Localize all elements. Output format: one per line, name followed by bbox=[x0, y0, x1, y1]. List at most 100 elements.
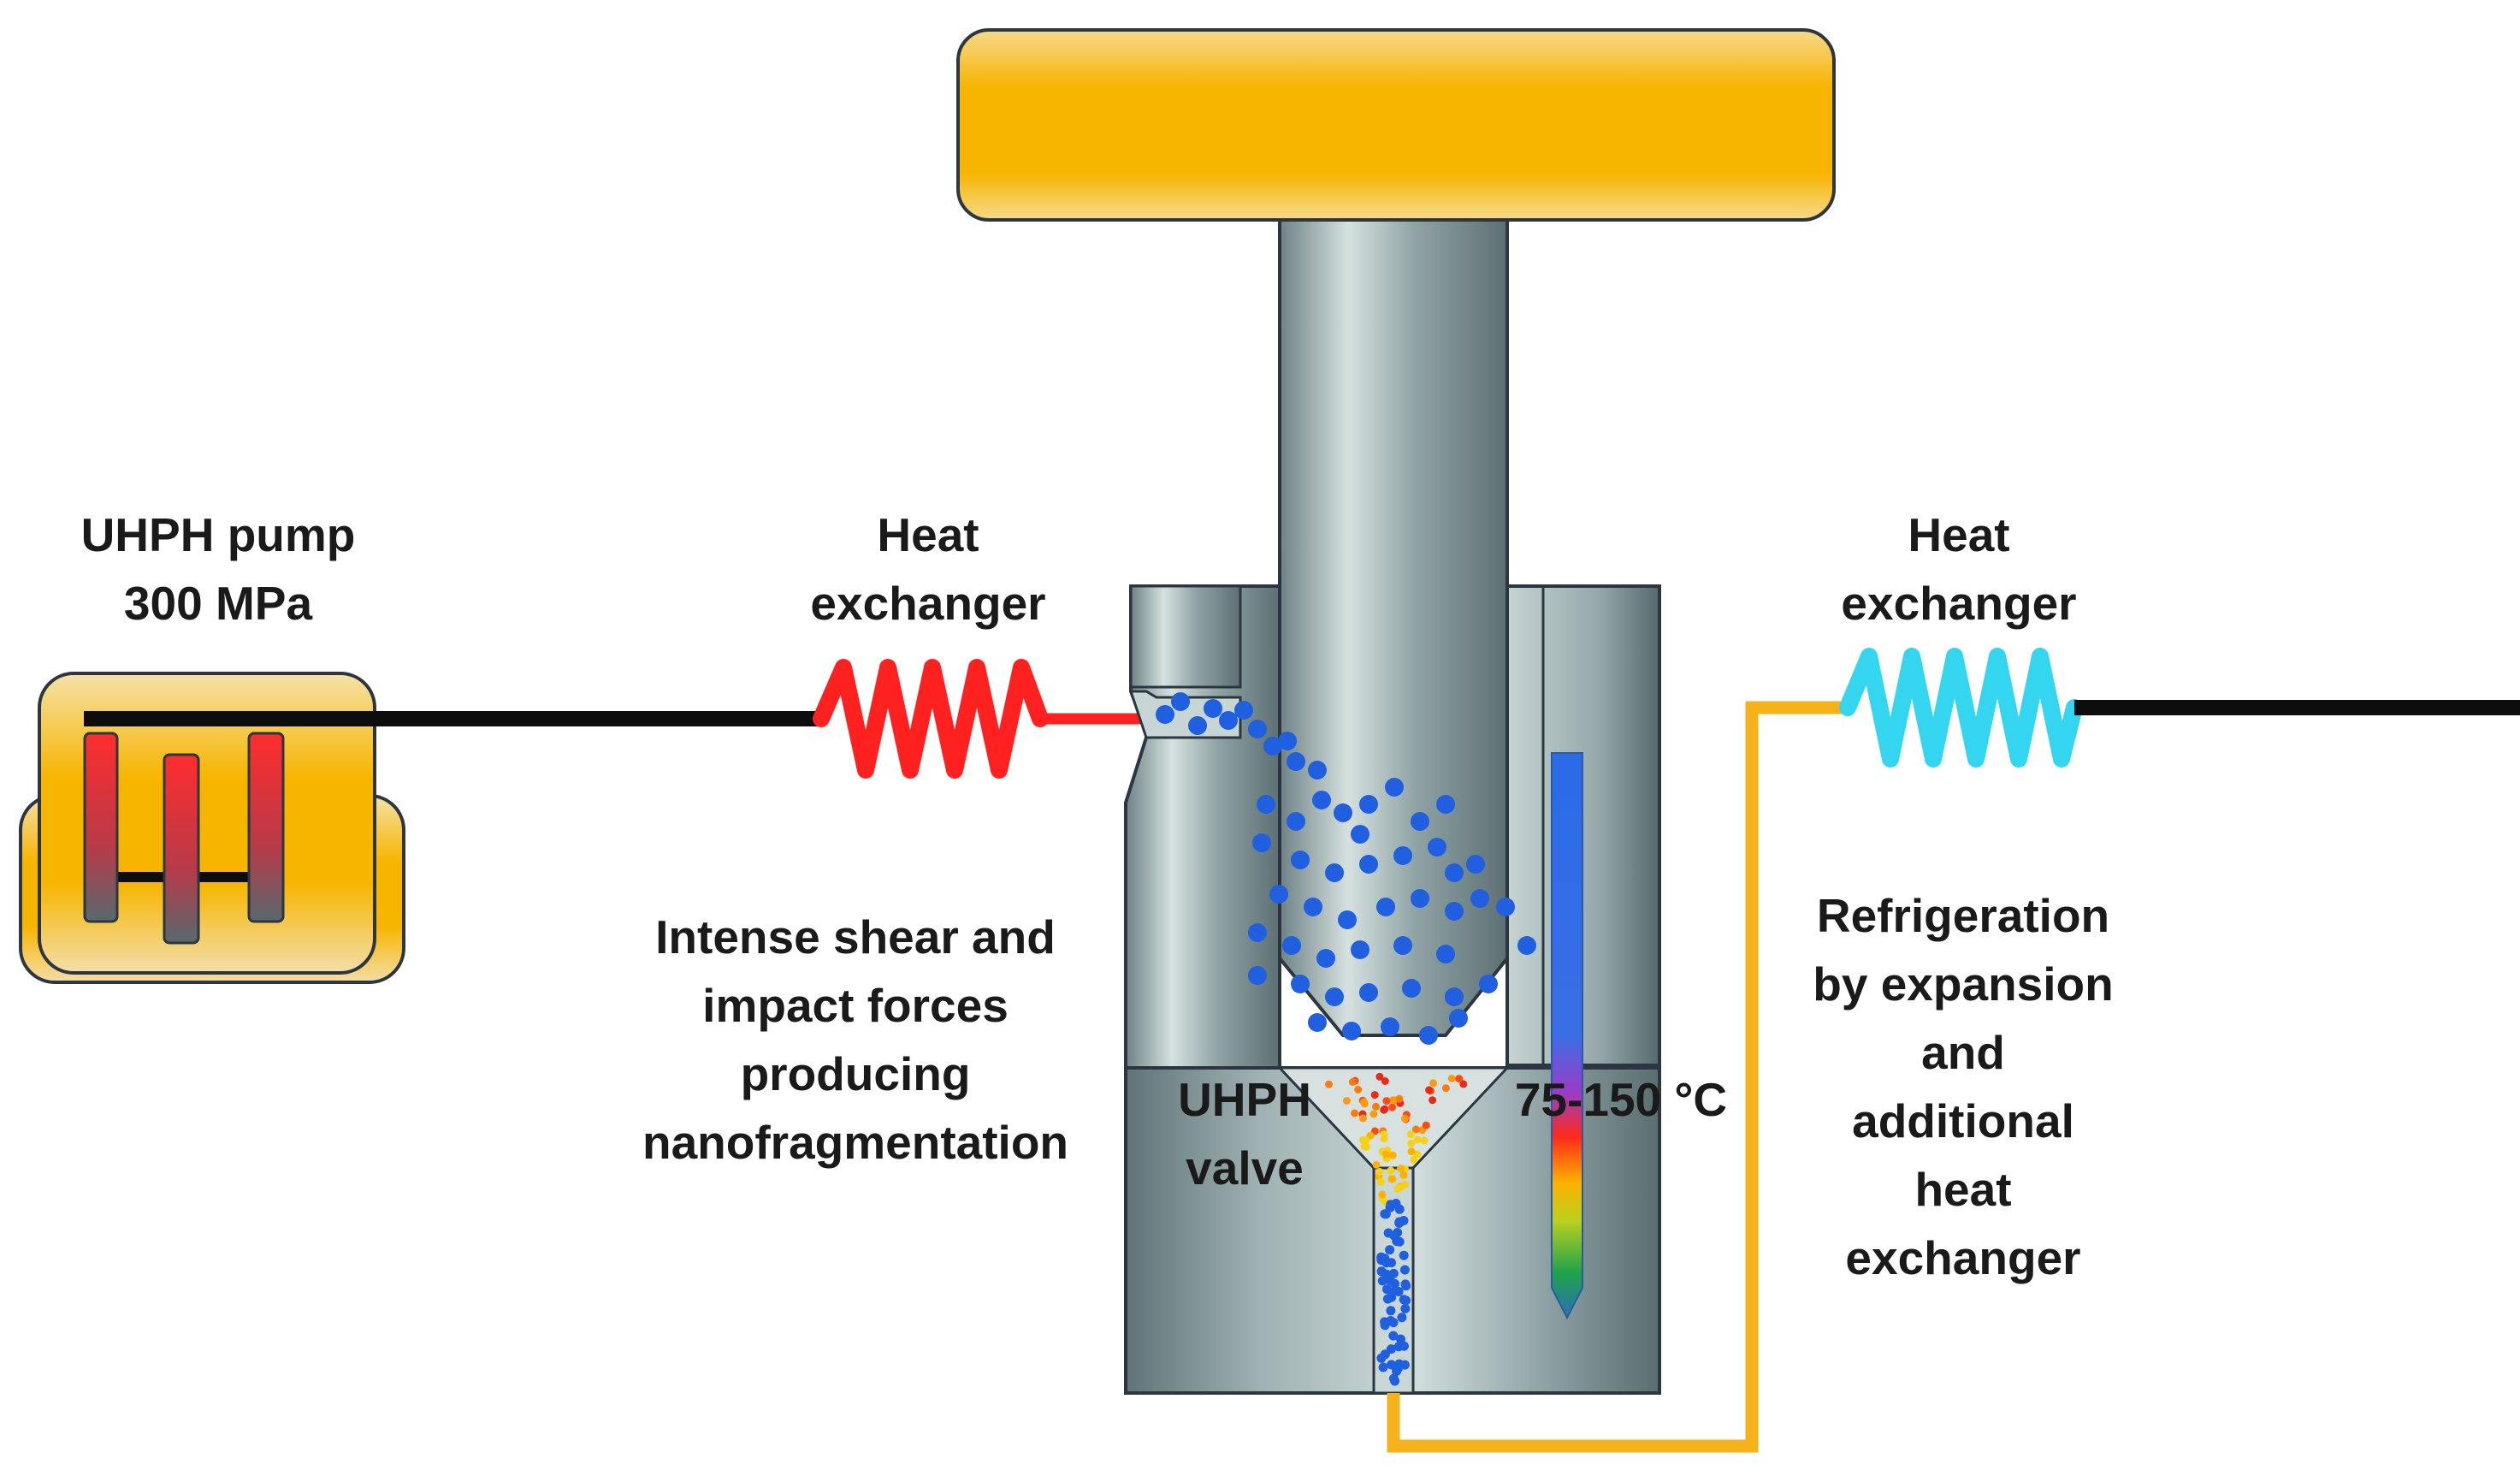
particle-blue-small bbox=[1393, 1342, 1404, 1352]
shear-note: Intense shear and impact forces producin… bbox=[599, 903, 1112, 1177]
pump-piston-3 bbox=[247, 732, 285, 923]
particle-hot bbox=[1400, 1114, 1409, 1123]
particle-hot bbox=[1348, 1078, 1357, 1086]
particle-blue-small bbox=[1399, 1360, 1410, 1370]
shear-note-line-2: impact forces bbox=[702, 979, 1009, 1032]
particle-blue bbox=[1291, 851, 1310, 869]
particle-cool bbox=[1397, 1165, 1405, 1173]
particle-blue-small bbox=[1388, 1331, 1399, 1341]
heat-exchanger-right-label: Heat exchanger bbox=[1805, 501, 2113, 637]
particle-cool bbox=[1406, 1130, 1415, 1139]
particle-cool bbox=[1393, 1185, 1402, 1193]
valve-handle bbox=[956, 28, 1836, 222]
particle-blue-small bbox=[1394, 1218, 1405, 1228]
particle-blue-small bbox=[1376, 1266, 1387, 1277]
particle-blue bbox=[1436, 795, 1455, 814]
particles bbox=[1156, 692, 1536, 1386]
particle-blue bbox=[1466, 855, 1485, 874]
particle-blue bbox=[1308, 1013, 1327, 1032]
particle-blue bbox=[1496, 898, 1515, 916]
thermometer bbox=[1551, 752, 1583, 1320]
heat-exchanger-right-coil bbox=[1839, 648, 2083, 768]
particle-blue-small bbox=[1385, 1245, 1395, 1255]
particle-blue-small bbox=[1382, 1294, 1393, 1304]
particle-blue-small bbox=[1399, 1250, 1409, 1260]
particle-cool bbox=[1382, 1150, 1390, 1159]
particle-blue bbox=[1351, 940, 1369, 959]
pump-label-line-1: UHPH pump bbox=[80, 508, 356, 561]
particle-blue-small bbox=[1392, 1236, 1402, 1247]
particle-hot bbox=[1375, 1072, 1384, 1081]
valve-label: UHPH valve bbox=[1151, 1065, 1339, 1202]
particle-blue bbox=[1393, 936, 1412, 955]
particle-blue bbox=[1248, 720, 1267, 738]
particle-blue-small bbox=[1393, 1228, 1403, 1237]
particle-blue bbox=[1411, 812, 1429, 831]
particle-cool bbox=[1362, 1136, 1370, 1144]
particle-blue-small bbox=[1380, 1254, 1390, 1264]
heat-exchanger-left-label: Heat exchanger bbox=[774, 501, 1082, 637]
particle-hot bbox=[1382, 1097, 1391, 1106]
particle-cool bbox=[1388, 1151, 1397, 1159]
particle-blue-small bbox=[1388, 1268, 1399, 1278]
particle-cool bbox=[1375, 1168, 1384, 1176]
particle-blue bbox=[1248, 923, 1267, 942]
particle-blue-small bbox=[1392, 1366, 1402, 1376]
particle-blue bbox=[1287, 812, 1305, 831]
particle-blue-small bbox=[1390, 1278, 1400, 1289]
particle-cool bbox=[1420, 1136, 1429, 1145]
particle-hot bbox=[1380, 1106, 1388, 1114]
particle-blue-small bbox=[1382, 1284, 1392, 1295]
particle-blue-small bbox=[1401, 1295, 1411, 1306]
particle-hot bbox=[1425, 1086, 1434, 1094]
particle-blue bbox=[1287, 752, 1305, 771]
heat-exchanger-left-line-1: Heat bbox=[877, 508, 979, 561]
refrigeration-note-line-1: Refrigeration bbox=[1816, 889, 2110, 942]
particle-hot bbox=[1388, 1103, 1396, 1111]
particle-blue bbox=[1282, 936, 1301, 955]
shear-note-line-3: producing bbox=[740, 1047, 971, 1100]
refrigeration-note-line-6: exchanger bbox=[1845, 1231, 2081, 1284]
particle-blue bbox=[1376, 898, 1395, 916]
pump-body bbox=[38, 672, 376, 975]
particle-blue-small bbox=[1394, 1204, 1405, 1214]
return-pipe bbox=[1387, 701, 1849, 1453]
particle-hot bbox=[1351, 1109, 1359, 1117]
particle-cool bbox=[1376, 1177, 1385, 1186]
particle-blue bbox=[1479, 975, 1498, 993]
particle-blue-small bbox=[1386, 1306, 1396, 1316]
particle-hot bbox=[1455, 1075, 1464, 1083]
particle-blue bbox=[1308, 761, 1327, 779]
particle-hot bbox=[1381, 1077, 1389, 1085]
particle-blue bbox=[1234, 701, 1253, 720]
particle-blue-small bbox=[1396, 1334, 1405, 1344]
particle-blue bbox=[1445, 987, 1464, 1006]
particle-hot bbox=[1342, 1097, 1351, 1105]
particle-blue bbox=[1263, 737, 1282, 756]
particle-hot bbox=[1359, 1114, 1367, 1123]
particle-blue-small bbox=[1388, 1373, 1399, 1384]
particle-cool bbox=[1388, 1175, 1397, 1183]
heat-exchanger-right-line-1: Heat bbox=[1908, 508, 2010, 561]
particle-blue bbox=[1291, 975, 1310, 993]
particle-blue-small bbox=[1386, 1200, 1396, 1210]
valve-label-line-1: UHPH bbox=[1178, 1073, 1311, 1126]
shear-note-line-1: Intense shear and bbox=[655, 910, 1056, 963]
particle-blue bbox=[1316, 949, 1335, 968]
particle-cool bbox=[1410, 1155, 1418, 1164]
particle-blue bbox=[1204, 699, 1222, 718]
particle-blue bbox=[1449, 1009, 1468, 1028]
particle-blue bbox=[1252, 833, 1271, 852]
particle-hot bbox=[1354, 1086, 1363, 1094]
particle-hot bbox=[1459, 1080, 1468, 1088]
particle-cool bbox=[1407, 1139, 1416, 1147]
particle-blue-small bbox=[1378, 1362, 1388, 1372]
thermometer-bar bbox=[1551, 752, 1583, 1320]
particle-blue bbox=[1381, 1017, 1399, 1036]
pump-label: UHPH pump 300 MPa bbox=[47, 501, 389, 637]
particle-blue-small bbox=[1401, 1281, 1411, 1291]
particle-hot bbox=[1447, 1075, 1456, 1082]
particle-blue-small bbox=[1397, 1313, 1407, 1323]
refrigeration-note-line-2: by expansion bbox=[1813, 957, 2114, 1011]
